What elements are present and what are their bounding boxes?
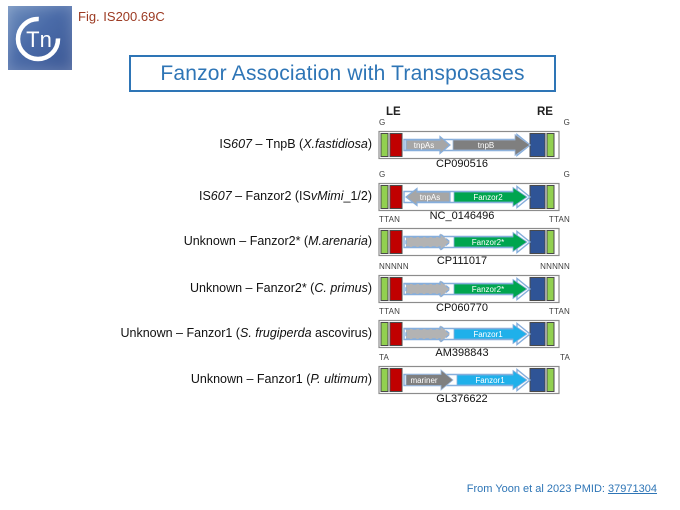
right-flank-bar [546, 277, 555, 301]
transposon-element: Fanzor1 [378, 319, 560, 349]
flag-right: TTAN [548, 307, 570, 316]
figure-id-label: Fig. IS200.69C [78, 9, 165, 24]
left-flank-bar [380, 368, 389, 392]
pmid-link[interactable]: 37971304 [608, 483, 657, 495]
gene-label: tnpAs [420, 193, 440, 202]
row-label-is607-fanzor2: IS607 – Fanzor2 (ISvMimi_1/2) [198, 189, 372, 203]
left-flank-bar [380, 322, 389, 346]
right-flank-bar [546, 368, 555, 392]
gene-label: mariner [410, 376, 437, 385]
flag-right: G [563, 170, 570, 179]
flag-right: TTAN [548, 215, 570, 224]
row-label-fanzor1-ascovirus: Unknown – Fanzor1 (S. frugiperda ascovir… [120, 326, 372, 340]
tnpas-gene-arrow-left [405, 187, 451, 207]
right-flank-bar [546, 185, 555, 209]
pseudogene-dashed-arrow [405, 323, 452, 345]
flag-left: G [379, 118, 386, 127]
accession-number: NC_0146496 [429, 210, 495, 222]
mariner-gene-arrow [405, 369, 454, 391]
row-label-fanzor2-marenaria: Unknown – Fanzor2* (M.arenaria) [183, 234, 372, 248]
right-end-bar [529, 368, 546, 392]
tnpas-gene-arrow [405, 135, 451, 155]
right-end-bar [529, 133, 546, 157]
gene-label: Fanzor2* [472, 238, 504, 247]
transposon-element: mariner Fanzor1 [378, 365, 560, 395]
flag-left: TTAN [379, 307, 401, 316]
fanzor2-gene-arrow [453, 186, 528, 208]
left-end-bar [389, 368, 403, 392]
gene-label: Fanzor1 [475, 376, 505, 385]
fanzor1-gene-arrow [456, 369, 528, 391]
row-label-fanzor2-cprimus: Unknown – Fanzor2* (C. primus) [189, 281, 372, 295]
flag-left: NNNNN [379, 262, 409, 271]
transposon-element: Fanzor2* [378, 227, 560, 257]
accession-number: CP060770 [436, 302, 488, 314]
right-end-bar [529, 230, 546, 254]
flag-right: G [563, 118, 570, 127]
gene-label: tnpAs [414, 141, 434, 150]
right-end-header: RE [537, 106, 553, 118]
pseudogene-dashed-arrow [405, 278, 452, 300]
left-flank-bar [380, 185, 389, 209]
left-end-bar [389, 277, 403, 301]
tn-registry-logo: Tn [8, 6, 72, 70]
citation-text: From Yoon et al 2023 PMID: [466, 483, 609, 495]
left-end-bar [389, 322, 403, 346]
fanzor2-gene-arrow [453, 231, 528, 253]
flag-right: TA [559, 353, 570, 362]
left-flank-bar [380, 277, 389, 301]
left-end-bar [389, 185, 403, 209]
flag-left: TTAN [379, 215, 401, 224]
transposon-element: tnpAs Fanzor2 [378, 182, 560, 212]
left-end-bar [389, 230, 403, 254]
gene-label: Fanzor1 [473, 330, 503, 339]
fanzor2-gene-arrow [453, 278, 528, 300]
citation: From Yoon et al 2023 PMID: 37971304 [467, 483, 657, 495]
fanzor1-gene-arrow [453, 323, 528, 345]
transposon-element: Fanzor2* [378, 274, 560, 304]
flag-left: G [379, 170, 386, 179]
pseudogene-dashed-arrow [405, 231, 452, 253]
accession-number: AM398843 [435, 347, 489, 359]
gene-label: Fanzor2 [473, 193, 503, 202]
tn-circle-icon: Tn [15, 16, 61, 62]
accession-number: CP090516 [436, 158, 488, 170]
right-end-bar [529, 322, 546, 346]
transposon-element: tnpAs tnpB [378, 130, 560, 160]
right-flank-bar [546, 322, 555, 346]
left-end-bar [389, 133, 403, 157]
page-title: Fanzor Association with Transposases [160, 61, 525, 85]
accession-number: GL376622 [436, 393, 488, 405]
row-label-fanzor1-pultimum: Unknown – Fanzor1 (P. ultimum) [190, 372, 372, 386]
left-flank-bar [380, 133, 389, 157]
right-flank-bar [546, 230, 555, 254]
flag-left: TA [379, 353, 390, 362]
right-end-bar [529, 277, 546, 301]
right-end-bar [529, 185, 546, 209]
gene-label: Fanzor2* [472, 285, 504, 294]
title-box: Fanzor Association with Transposases [129, 55, 556, 92]
accession-number: CP111017 [436, 255, 488, 267]
gene-label: tnpB [478, 141, 494, 150]
right-flank-bar [546, 133, 555, 157]
left-end-header: LE [386, 106, 401, 118]
logo-text: Tn [26, 27, 52, 52]
left-flank-bar [380, 230, 389, 254]
tnpb-gene-arrow [452, 133, 531, 157]
flag-right: NNNNN [540, 262, 570, 271]
row-label-is607-tnpb: IS607 – TnpB (X.fastidiosa) [219, 137, 372, 151]
